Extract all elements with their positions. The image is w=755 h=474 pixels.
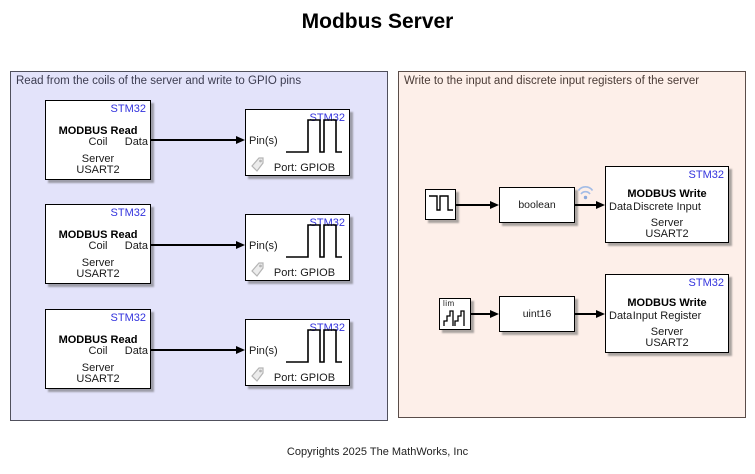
stm32-badge: STM32 bbox=[110, 312, 146, 324]
block-name: MODBUS Read bbox=[58, 229, 138, 241]
gpio-write-block-2[interactable]: STM32 Pin(s) Port: GPIOB bbox=[245, 214, 350, 281]
data-input-port-label: Data bbox=[609, 310, 633, 322]
convert-type-label: boolean bbox=[518, 199, 556, 211]
convert-type-label: uint16 bbox=[522, 308, 552, 320]
gpio-port-caption: Port: GPIOB bbox=[273, 267, 336, 279]
wifi-logging-icon[interactable] bbox=[577, 185, 595, 206]
data-output-port-label: Data bbox=[124, 345, 148, 357]
modbus-read-block-3[interactable]: STM32 MODBUS Read Coil Data Server USART… bbox=[45, 309, 151, 389]
square-wave-icon bbox=[284, 116, 344, 161]
server-label: Server bbox=[650, 217, 684, 229]
data-output-port-label: Data bbox=[124, 136, 148, 148]
usart-label: USART2 bbox=[76, 268, 120, 280]
lim-label: lim bbox=[443, 299, 455, 308]
block-name: MODBUS Read bbox=[58, 334, 138, 346]
stm32-badge: STM32 bbox=[688, 169, 724, 181]
tag-icon bbox=[250, 366, 265, 388]
wire-arrowhead-icon bbox=[236, 135, 245, 144]
square-wave-icon bbox=[284, 326, 344, 371]
pins-input-port-label: Pin(s) bbox=[249, 345, 278, 357]
wire-arrowhead-icon bbox=[236, 240, 245, 249]
wire-arrowhead-icon bbox=[236, 345, 245, 354]
pins-input-port-label: Pin(s) bbox=[249, 135, 278, 147]
stair-wave-icon bbox=[442, 306, 469, 333]
write-registers-area-label: Write to the input and discrete input re… bbox=[404, 75, 700, 87]
server-label: Server bbox=[650, 326, 684, 338]
block-subtype: Coil bbox=[88, 240, 108, 252]
counter-limited-block[interactable]: lim bbox=[439, 298, 471, 330]
tag-icon bbox=[250, 156, 265, 178]
signal-wire[interactable] bbox=[151, 349, 236, 351]
tag-icon bbox=[250, 261, 265, 283]
square-wave-icon bbox=[284, 221, 344, 266]
server-label: Server bbox=[81, 153, 115, 165]
usart-label: USART2 bbox=[645, 228, 689, 240]
usart-label: USART2 bbox=[76, 373, 120, 385]
stm32-badge: STM32 bbox=[110, 207, 146, 219]
usart-label: USART2 bbox=[76, 164, 120, 176]
usart-label: USART2 bbox=[645, 337, 689, 349]
gpio-write-block-3[interactable]: STM32 Pin(s) Port: GPIOB bbox=[245, 319, 350, 386]
modbus-read-block-1[interactable]: STM32 MODBUS Read Coil Data Server USART… bbox=[45, 100, 151, 180]
signal-wire[interactable] bbox=[151, 244, 236, 246]
gpio-port-caption: Port: GPIOB bbox=[273, 162, 336, 174]
signal-wire[interactable] bbox=[575, 313, 596, 315]
pins-input-port-label: Pin(s) bbox=[249, 240, 278, 252]
wire-arrowhead-icon bbox=[490, 200, 499, 209]
modbus-read-block-2[interactable]: STM32 MODBUS Read Coil Data Server USART… bbox=[45, 204, 151, 284]
wire-arrowhead-icon bbox=[596, 200, 605, 209]
signal-wire[interactable] bbox=[456, 204, 490, 206]
block-subtype: Discrete Input bbox=[633, 201, 701, 213]
gpio-write-block-1[interactable]: STM32 Pin(s) Port: GPIOB bbox=[245, 109, 350, 176]
server-label: Server bbox=[81, 257, 115, 269]
signal-wire[interactable] bbox=[575, 204, 596, 206]
wire-arrowhead-icon bbox=[596, 309, 605, 318]
modbus-write-input-register-block[interactable]: STM32 MODBUS Write Data Input Register S… bbox=[605, 274, 729, 353]
uint16-convert-block[interactable]: uint16 bbox=[499, 296, 575, 332]
modbus-write-discrete-input-block[interactable]: STM32 MODBUS Write Data Discrete Input S… bbox=[605, 166, 729, 243]
boolean-convert-block[interactable]: boolean bbox=[499, 187, 575, 223]
read-coils-area-label: Read from the coils of the server and wr… bbox=[16, 75, 302, 87]
block-subtype: Coil bbox=[88, 345, 108, 357]
write-registers-area[interactable]: Write to the input and discrete input re… bbox=[398, 71, 746, 418]
block-name: MODBUS Write bbox=[627, 297, 707, 309]
signal-wire[interactable] bbox=[151, 139, 236, 141]
server-label: Server bbox=[81, 362, 115, 374]
copyright-text: Copyrights 2025 The MathWorks, Inc bbox=[286, 446, 469, 458]
stm32-badge: STM32 bbox=[110, 103, 146, 115]
wire-arrowhead-icon bbox=[490, 309, 499, 318]
pulse-source-block[interactable] bbox=[425, 189, 456, 220]
page-title: Modbus Server bbox=[301, 10, 454, 33]
block-name: MODBUS Write bbox=[627, 188, 707, 200]
gpio-port-caption: Port: GPIOB bbox=[273, 372, 336, 384]
data-output-port-label: Data bbox=[124, 240, 148, 252]
block-name: MODBUS Read bbox=[58, 125, 138, 137]
stm32-badge: STM32 bbox=[688, 277, 724, 289]
block-subtype: Input Register bbox=[632, 310, 702, 322]
signal-wire[interactable] bbox=[471, 313, 490, 315]
data-input-port-label: Data bbox=[609, 201, 633, 213]
pulse-wave-icon bbox=[427, 193, 454, 222]
block-subtype: Coil bbox=[88, 136, 108, 148]
